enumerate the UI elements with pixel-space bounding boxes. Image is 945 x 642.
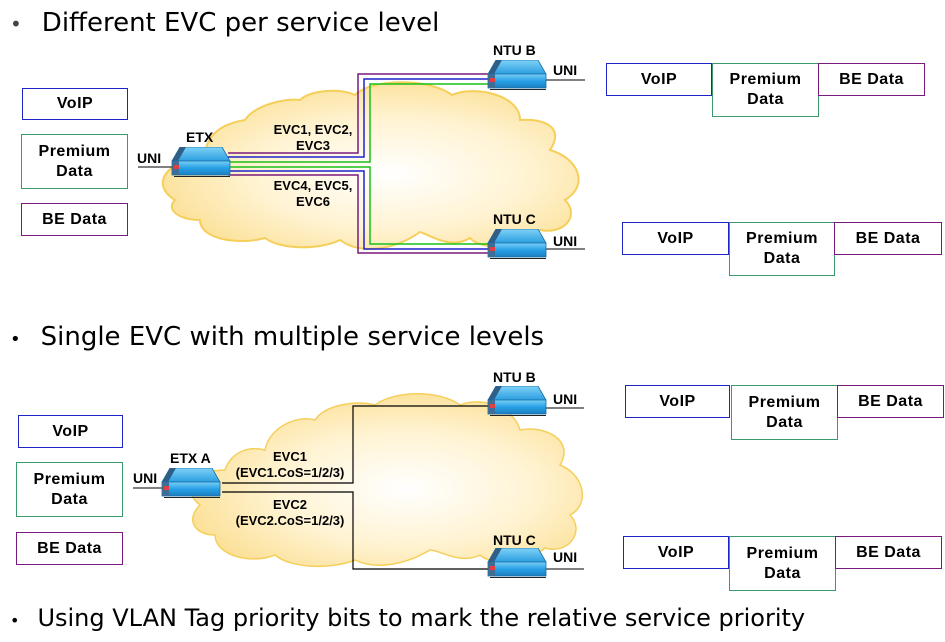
ntu-c-service-be-2: BE Data xyxy=(835,536,942,569)
evc2-label: EVC2 (EVC2.CoS=1/2/3) xyxy=(230,497,350,529)
bullet-text: Single EVC with multiple service levels xyxy=(40,322,545,352)
ntu-b-service-premium: Premium Data xyxy=(712,63,819,117)
bullet-dot: • xyxy=(10,329,21,350)
ntu-c-service-premium-2: Premium Data xyxy=(729,536,836,591)
premium-line2: Data xyxy=(764,564,801,582)
premium-line1: Premium xyxy=(748,393,821,411)
ntu-b-device-icon xyxy=(487,60,547,90)
service-box-be-2: BE Data xyxy=(16,532,123,565)
ntu-b-service-be: BE Data xyxy=(818,63,925,96)
evc1-line xyxy=(222,405,488,484)
service-box-premium-2: Premium Data xyxy=(16,462,123,517)
premium-line1: Premium xyxy=(33,470,106,488)
evc-line-blue-b xyxy=(228,78,488,158)
ntu-c-label: NTU C xyxy=(493,211,536,227)
premium-line1: Premium xyxy=(38,142,111,160)
service-box-premium: Premium Data xyxy=(21,134,128,189)
ntu-c-service-be: BE Data xyxy=(834,222,942,255)
service-box-be: BE Data xyxy=(21,203,128,236)
bullet-single-evc: • Single EVC with multiple service levels xyxy=(10,322,544,352)
ntu-c-service-voip-2: VoIP xyxy=(623,536,729,569)
premium-line2: Data xyxy=(747,91,784,108)
ntu-b-device-icon-2 xyxy=(487,386,547,416)
evc2-name: EVC2 xyxy=(273,497,307,512)
evc-line-blue-c xyxy=(228,170,488,250)
premium-line2: Data xyxy=(766,413,803,431)
evc1-name: EVC1 xyxy=(273,449,307,464)
evc-group-c-label: EVC4, EVC5, EVC6 xyxy=(268,178,358,210)
evc-group-c-line1: EVC4, EVC5, xyxy=(273,178,353,193)
ntu-b-label-2: NTU B xyxy=(493,369,536,385)
bullet-text: Using VLAN Tag priority bits to mark the… xyxy=(37,604,806,632)
bullet-dot: • xyxy=(10,611,20,630)
evc-group-b-line2: EVC3 xyxy=(296,138,330,153)
etx-a-device-icon xyxy=(161,468,221,498)
cloud-2 xyxy=(190,393,584,568)
etx-a-label: ETX A xyxy=(170,450,211,466)
ntu-c-service-premium: Premium Data xyxy=(729,222,835,276)
premium-line1: Premium xyxy=(746,230,818,247)
evc2-cos: (EVC2.CoS=1/2/3) xyxy=(235,513,345,528)
ntu-b-service-voip: VoIP xyxy=(606,63,712,96)
evc-group-b-line1: EVC1, EVC2, xyxy=(273,122,353,137)
bullet-dot: • xyxy=(10,12,22,36)
premium-line2: Data xyxy=(56,162,93,180)
evc-line-purple-c xyxy=(228,174,488,254)
evc-group-c-line2: EVC6 xyxy=(296,194,330,209)
evc-group-b-label: EVC1, EVC2, EVC3 xyxy=(268,122,358,154)
uni-label-ntu-b-2: UNI xyxy=(553,391,578,407)
ntu-c-device-icon-2 xyxy=(487,548,547,578)
service-box-voip: VoIP xyxy=(22,88,128,120)
ntu-b-service-voip-2: VoIP xyxy=(625,385,730,418)
uni-label-ntu-c: UNI xyxy=(553,233,578,249)
ntu-b-service-be-2: BE Data xyxy=(837,385,944,418)
uni-label-etx: UNI xyxy=(137,150,162,166)
ntu-b-label: NTU B xyxy=(493,42,536,58)
etx-device-icon xyxy=(171,147,231,177)
evc-line-green-b xyxy=(228,83,488,163)
evc1-label: EVC1 (EVC1.CoS=1/2/3) xyxy=(230,449,350,481)
evc2-line xyxy=(222,491,488,570)
ntu-b-service-premium-2: Premium Data xyxy=(731,385,838,440)
ntu-c-service-voip: VoIP xyxy=(622,222,729,255)
evc-line-green-c xyxy=(228,166,488,245)
uni-label-etx-a: UNI xyxy=(133,470,158,486)
premium-line2: Data xyxy=(51,490,88,508)
bullet-different-evc: • Different EVC per service level xyxy=(10,8,439,38)
premium-line1: Premium xyxy=(729,71,802,88)
premium-line1: Premium xyxy=(746,544,819,562)
bullet-vlan-tag: • Using VLAN Tag priority bits to mark th… xyxy=(10,604,805,632)
premium-line2: Data xyxy=(763,250,801,267)
ntu-c-device-icon xyxy=(487,229,547,259)
uni-label-ntu-b: UNI xyxy=(553,62,578,78)
evc-line-purple-b xyxy=(228,73,488,154)
service-box-voip-2: VoIP xyxy=(18,415,123,448)
bullet-text: Different EVC per service level xyxy=(41,8,440,38)
etx-label: ETX xyxy=(186,129,214,145)
uni-label-ntu-c-2: UNI xyxy=(553,549,578,565)
cloud-1 xyxy=(161,81,580,250)
ntu-c-label-2: NTU C xyxy=(493,532,536,548)
evc1-cos: (EVC1.CoS=1/2/3) xyxy=(235,465,345,480)
